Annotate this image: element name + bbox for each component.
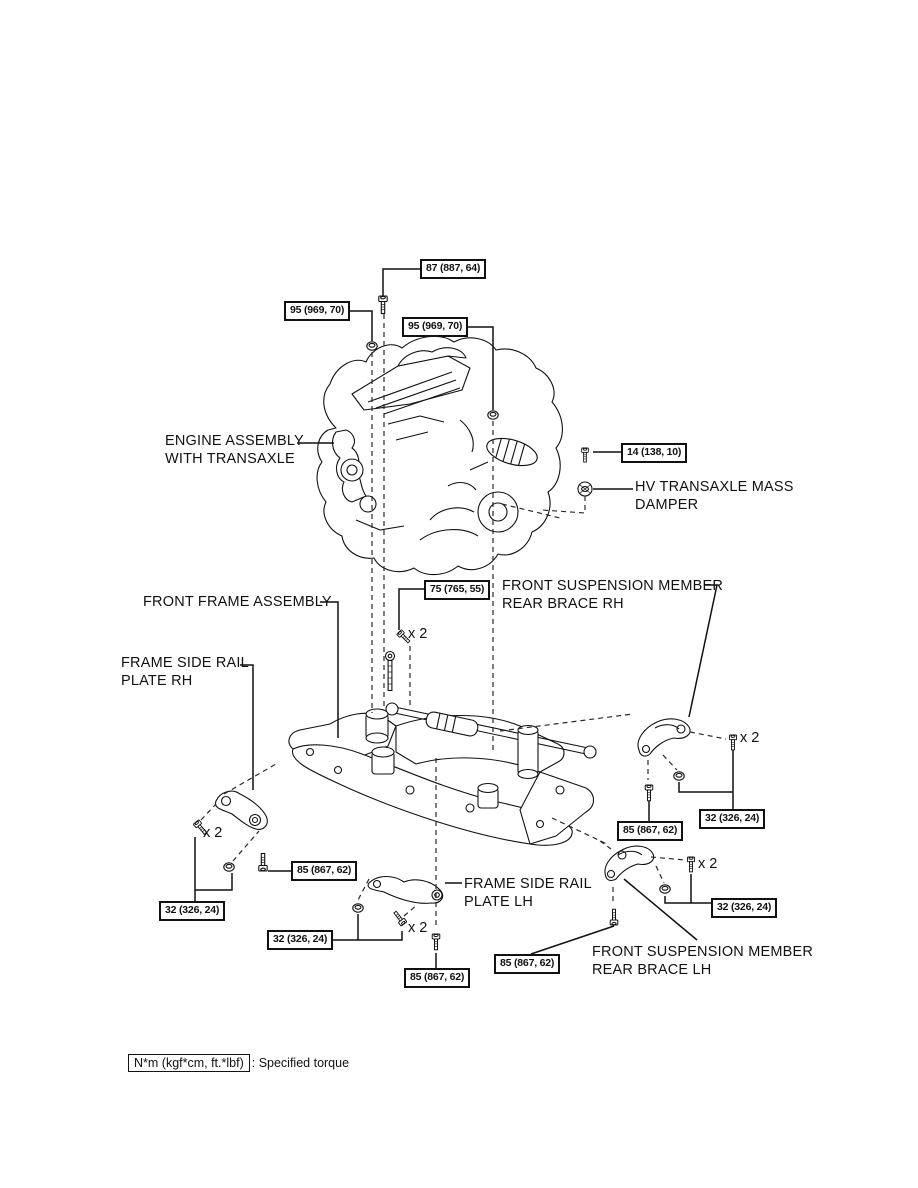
label-line: FRAME SIDE RAIL [464, 876, 592, 892]
torque-unit-box: N*m (kgf*cm, ft.*lbf) [128, 1054, 250, 1072]
label-line: REAR BRACE RH [502, 596, 624, 613]
front-frame-assembly-drawing [288, 702, 597, 846]
qty-x2-rail-lh: x 2 [408, 920, 428, 936]
label-line: REAR BRACE LH [592, 962, 712, 979]
label-line: PLATE LH [464, 894, 534, 911]
bolt-brace-lh-85 [609, 908, 619, 926]
label-front-suspension-member-rear-brace-rh: FRONT SUSPENSION MEMBER REAR BRACE RH [502, 577, 723, 613]
bolt-rail-lh-x2 [391, 909, 408, 927]
torque-box-engine-center: 87 (887, 64) [420, 259, 487, 279]
projection-lines [200, 314, 727, 928]
qty-x2-brace-lh: x 2 [698, 856, 718, 872]
nut-engine-left [366, 341, 378, 351]
torque-box-rail-rh-85: 85 (867, 62) [291, 861, 358, 881]
torque-box-rail-lh-32: 32 (326, 24) [267, 930, 334, 950]
rear-brace-rh-drawing [637, 718, 691, 757]
torque-box-mass-damper: 14 (138, 10) [621, 443, 688, 463]
bolt-brace-rh-85 [644, 784, 654, 802]
torque-box-brace-lh-85-front: 85 (867, 62) [494, 954, 561, 974]
nut-brace-rh [673, 771, 685, 781]
label-engine-assembly: ENGINE ASSEMBLY WITH TRANSAXLE [165, 432, 304, 468]
label-line: ENGINE ASSEMBLY [165, 433, 304, 449]
qty-x2-rail-rh: x 2 [203, 825, 223, 841]
label-frame-side-rail-plate-rh: FRAME SIDE RAIL PLATE RH [121, 654, 249, 690]
label-line: HV TRANSAXLE MASS [635, 479, 794, 495]
torque-note-text: : Specified torque [251, 1056, 350, 1070]
torque-box-engine-left: 95 (969, 70) [284, 301, 351, 321]
frame-side-rail-plate-rh-drawing [214, 790, 268, 830]
torque-box-brace-rh-85: 85 (867, 62) [617, 821, 684, 841]
torque-box-frame-center: 75 (765, 55) [424, 580, 491, 600]
label-front-frame-assembly: FRONT FRAME ASSEMBLY [143, 593, 332, 611]
label-hv-transaxle-mass-damper: HV TRANSAXLE MASS DAMPER [635, 478, 794, 514]
nut-engine-right [487, 410, 499, 420]
torque-footnote: N*m (kgf*cm, ft.*lbf) : Specified torque [128, 1054, 349, 1072]
torque-box-rail-rh-32: 32 (326, 24) [159, 901, 226, 921]
label-line: FRONT SUSPENSION MEMBER [502, 578, 724, 594]
qty-x2-brace-rh: x 2 [740, 730, 760, 746]
bolt-brace-rh-x2 [728, 734, 738, 751]
engine-assembly-drawing [316, 335, 563, 576]
torque-box-rail-lh-85: 85 (867, 62) [404, 968, 471, 988]
label-line: WITH TRANSAXLE [165, 451, 295, 468]
bolt-stabilizer-long [384, 650, 396, 692]
nut-brace-lh [659, 884, 671, 894]
nut-rail-rh [223, 862, 235, 872]
torque-box-brace-rh-32: 32 (326, 24) [699, 809, 766, 829]
torque-box-brace-lh-32: 32 (326, 24) [711, 898, 778, 918]
label-frame-side-rail-plate-lh: FRAME SIDE RAIL PLATE LH [464, 875, 592, 911]
bolt-rail-lh-85 [431, 933, 441, 951]
torque-box-engine-right: 95 (969, 70) [402, 317, 469, 337]
label-line: PLATE RH [121, 673, 193, 690]
mass-damper-drawing [577, 481, 593, 497]
bolt-engine-center [378, 295, 388, 315]
label-line: FRONT SUSPENSION MEMBER [592, 944, 814, 960]
label-line: FRAME SIDE RAIL [121, 655, 249, 671]
bolt-mass-damper [581, 447, 589, 463]
frame-side-rail-plate-lh-drawing [367, 875, 444, 904]
leader-lines [194, 268, 734, 968]
rear-brace-lh-drawing [604, 845, 655, 882]
bolt-rail-rh-85 [258, 852, 268, 872]
label-line: DAMPER [635, 497, 699, 514]
qty-x2-frame-center: x 2 [408, 626, 428, 642]
bolt-brace-lh-x2 [686, 856, 696, 873]
label-front-suspension-member-rear-brace-lh: FRONT SUSPENSION MEMBER REAR BRACE LH [592, 943, 813, 979]
label-line: FRONT FRAME ASSEMBLY [143, 594, 332, 610]
nut-rail-lh [352, 903, 364, 913]
